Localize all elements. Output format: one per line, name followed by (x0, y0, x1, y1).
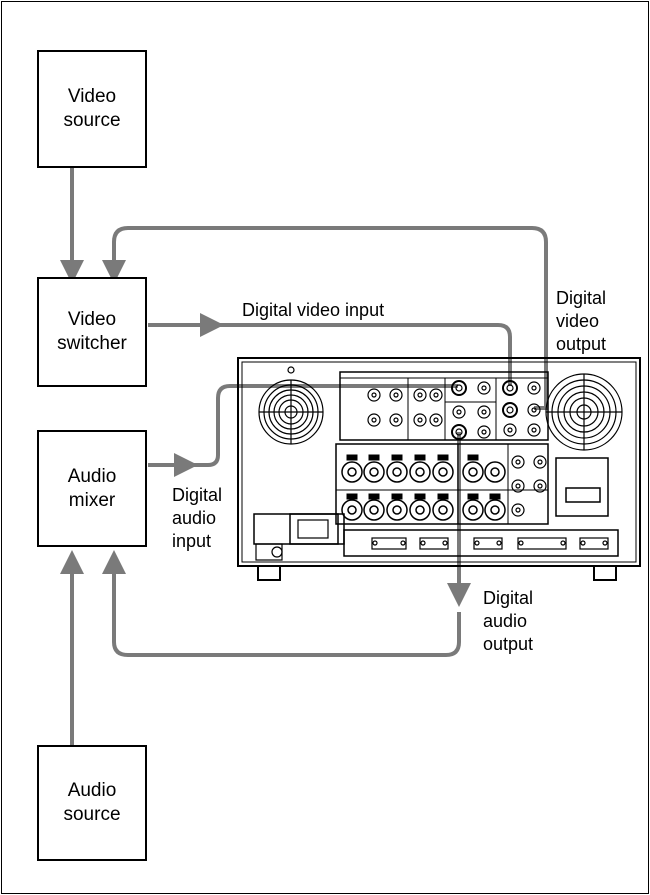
digital-audio-input-label: Digital audio input (172, 485, 223, 551)
digital-audio-input-cable (186, 384, 458, 467)
vtr-rear-panel (237, 357, 641, 581)
video-source-box: Video source (37, 50, 147, 168)
video-source-label: Video source (63, 86, 121, 131)
audio-mixer-box: Audio mixer (37, 430, 147, 547)
digital-video-output-line (102, 226, 548, 410)
video-switcher-box: Video switcher (37, 277, 147, 387)
digital-video-input-cable (212, 323, 512, 386)
audio-source-box: Audio source (37, 745, 147, 861)
audio-source-label: Audio source (63, 780, 121, 825)
left-fan-icon (258, 379, 324, 445)
digital-video-input-label: Digital video input (242, 300, 385, 320)
right-fan-icon (545, 373, 623, 451)
digital-audio-output-label: Digital audio output (483, 588, 534, 654)
video-switcher-label: Video switcher (57, 309, 127, 354)
audio-mixer-label: Audio mixer (67, 465, 117, 511)
audio-output-return-line (102, 550, 461, 657)
digital-video-output-label: Digital video output (556, 288, 607, 354)
